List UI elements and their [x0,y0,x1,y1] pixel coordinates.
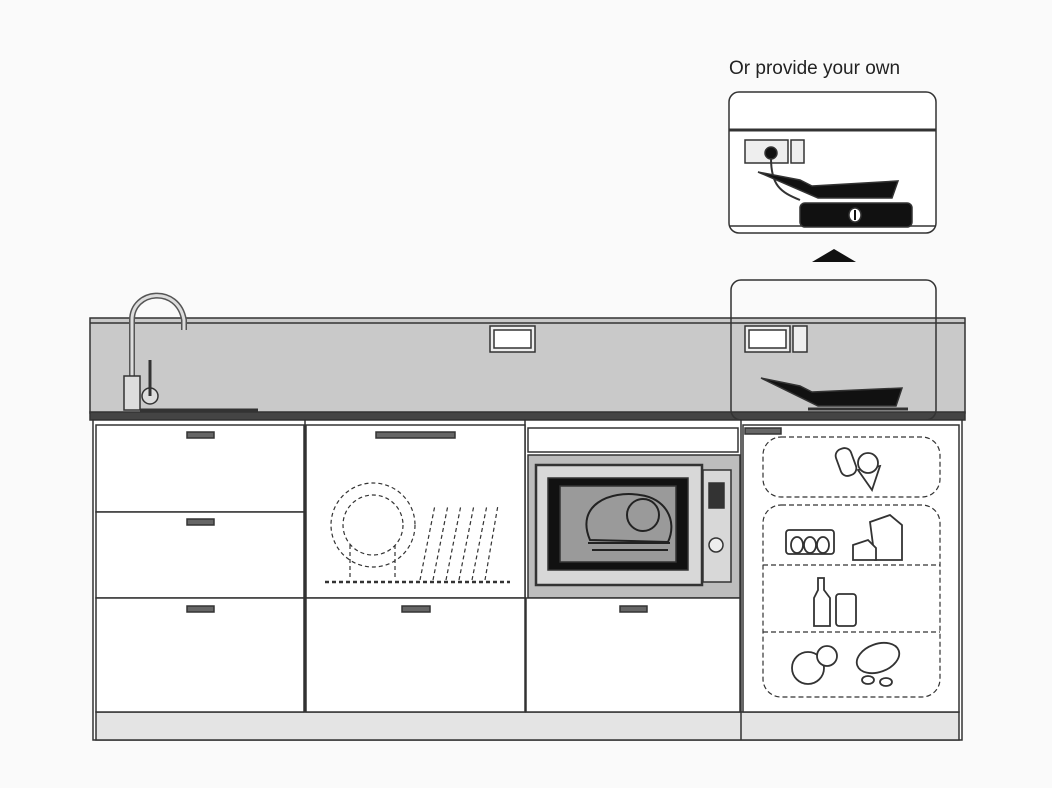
milk-carton-icon [852,513,903,561]
freezer-compartment [762,436,941,498]
inset-panel [728,91,937,234]
roast-chicken-icon [585,493,673,551]
countertop [89,411,966,421]
drawer[interactable] [95,597,305,713]
portable-cooktop-icon [799,202,913,228]
vegetables-icon [791,645,838,685]
frying-pan-icon [760,377,908,411]
drawer[interactable] [95,424,305,513]
fridge[interactable] [742,424,960,713]
dish-rack-icon [325,482,510,584]
bottles-icon [813,577,857,627]
fridge-compartment [762,504,941,698]
dishwasher[interactable] [305,424,526,599]
drawer[interactable] [525,597,741,713]
inset-caption: Or provide your own [729,58,901,79]
frying-pan-icon [757,171,900,199]
power-socket-icon [744,325,808,353]
plinth [95,711,960,741]
microwave[interactable] [527,454,741,599]
power-socket-icon [744,139,805,164]
arrow-up-icon [812,249,856,262]
drawer[interactable] [95,511,305,599]
tap-icon [123,292,258,412]
power-socket-icon [489,325,536,353]
drawer[interactable] [305,597,526,713]
eggs-icon [785,529,835,555]
ice-cream-icon [834,447,882,492]
salami-icon [855,641,901,687]
